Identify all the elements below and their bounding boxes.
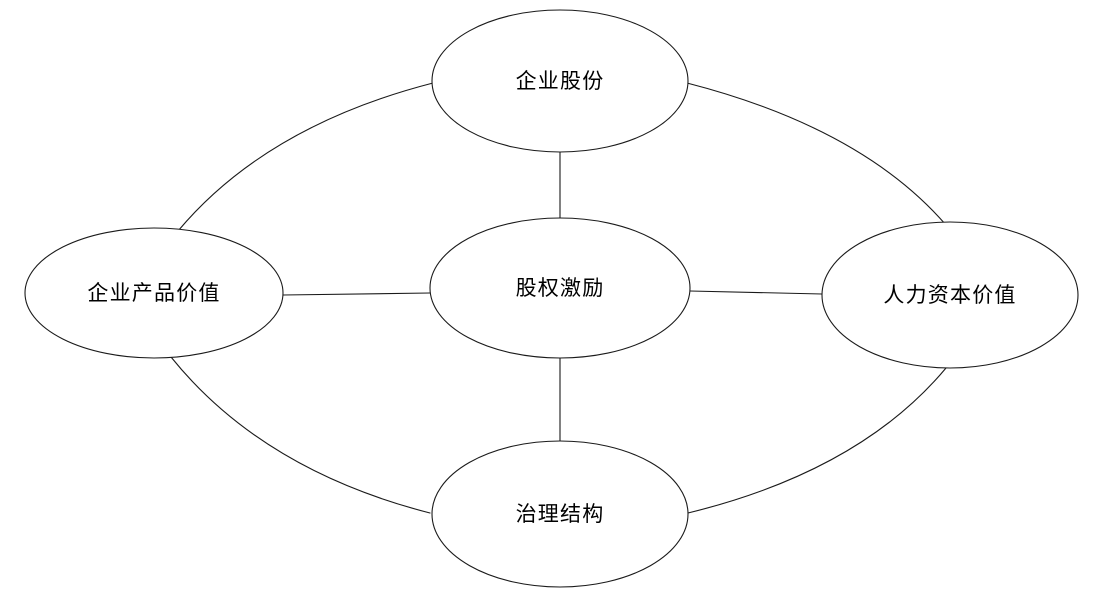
edge-layer [170, 82, 947, 514]
node-bottom[interactable]: 治理结构 [431, 440, 689, 588]
node-right-ellipse[interactable] [821, 221, 1079, 369]
node-top[interactable]: 企业股份 [431, 9, 689, 153]
node-left[interactable]: 企业产品价值 [24, 227, 284, 359]
edge-bottom-left [170, 356, 431, 514]
node-center-ellipse[interactable] [429, 217, 691, 359]
node-top-label: 企业股份 [516, 69, 605, 93]
edge-top-right [686, 82, 947, 226]
edge-center-right [689, 290, 823, 295]
edge-left-top [177, 82, 434, 232]
node-right[interactable]: 人力资本价值 [821, 221, 1079, 369]
node-top-ellipse[interactable] [431, 9, 689, 153]
edge-center-left [282, 292, 431, 296]
node-right-label: 人力资本价值 [883, 283, 1016, 307]
node-center[interactable]: 股权激励 [429, 217, 691, 359]
node-left-ellipse[interactable] [24, 227, 284, 359]
node-center-label: 股权激励 [516, 276, 605, 300]
node-left-label: 企业产品价值 [87, 281, 220, 305]
edge-right-bottom [687, 367, 947, 514]
node-bottom-label: 治理结构 [516, 502, 605, 526]
node-bottom-ellipse[interactable] [431, 440, 689, 588]
